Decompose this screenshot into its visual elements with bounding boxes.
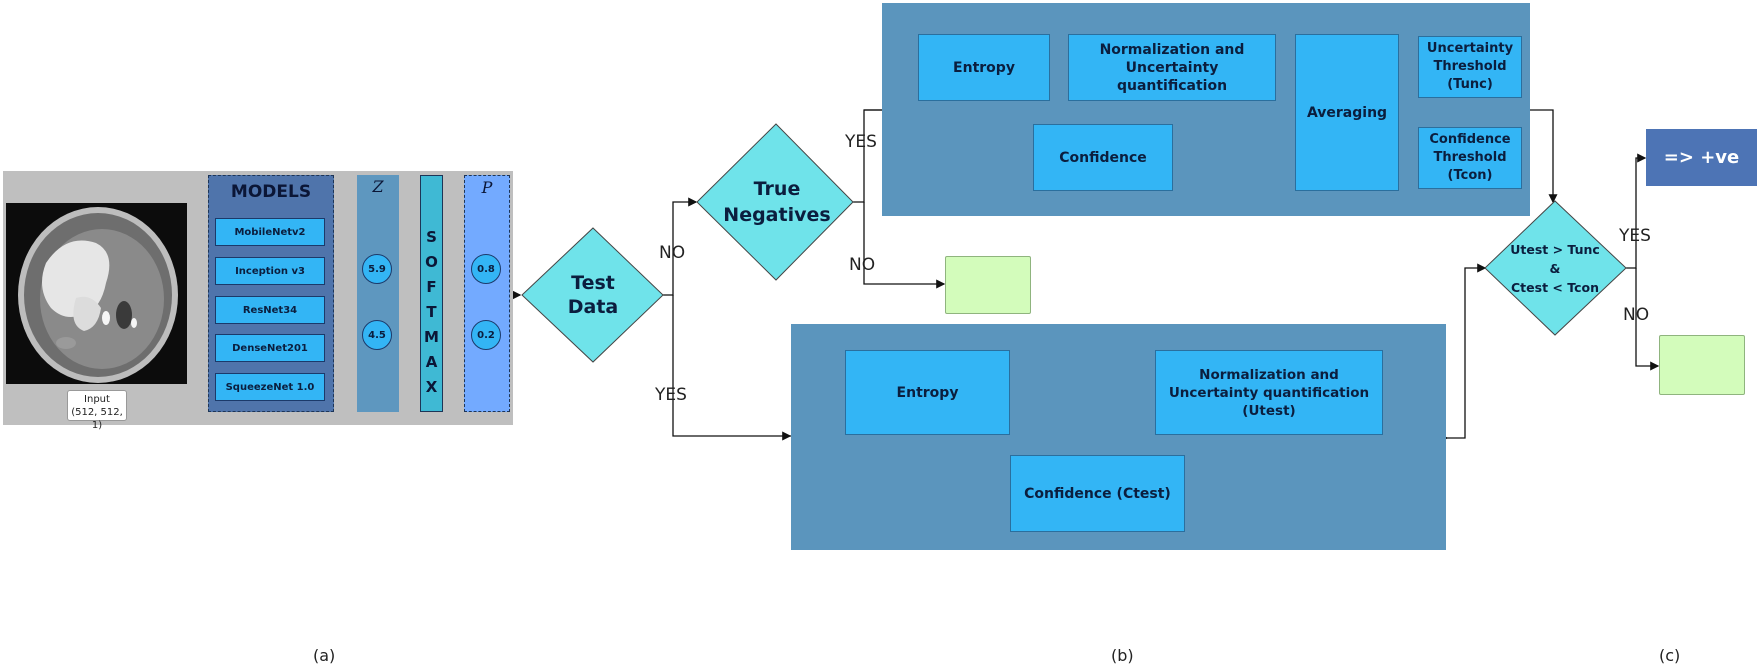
true-negatives-diamond	[696, 123, 854, 281]
decision-line-3: Ctest < Tcon	[1511, 279, 1599, 295]
edge-label-yes-tn: YES	[845, 132, 877, 152]
test-data-diamond	[521, 227, 664, 363]
decision-label: Utest > Tunc & Ctest < Tcon	[1487, 236, 1623, 300]
models-box: MODELS MobileNetv2 Inception v3 ResNet34…	[208, 175, 334, 412]
softmax-letter: A	[425, 353, 438, 371]
softmax-letter: X	[425, 378, 438, 396]
true-negatives-label: True Negatives	[723, 178, 831, 226]
top-confidence-box: Confidence	[1033, 124, 1173, 191]
edge-label-no-tn: NO	[849, 255, 876, 275]
brain-icon	[6, 203, 187, 384]
model-mobilenetv2: MobileNetv2	[215, 218, 325, 246]
edge-label-yes: YES	[655, 385, 687, 405]
edge-label-no-decision: NO	[1623, 305, 1650, 325]
edge-label-yes-decision: YES	[1619, 226, 1651, 246]
softmax-letter: O	[425, 253, 438, 271]
decision-diamond	[1484, 200, 1627, 336]
confidence-threshold-box: Confidence Threshold (Tcon)	[1418, 127, 1522, 189]
p-value-2: 0.2	[471, 320, 501, 350]
z-label: Z	[372, 177, 384, 196]
input-label-text: Input	[84, 394, 110, 405]
negative-output-box	[1659, 335, 1745, 395]
p-value-1: 0.8	[471, 254, 501, 284]
model-resnet34: ResNet34	[215, 296, 325, 324]
input-shape-text: (512, 512, 1)	[71, 407, 123, 431]
decision-line-2: &	[1549, 260, 1561, 276]
softmax-letter: M	[424, 328, 439, 346]
caption-c: (c)	[1659, 646, 1681, 665]
model-densenet201: DenseNet201	[215, 334, 325, 362]
softmax-letter: S	[426, 228, 437, 246]
test-data-label: Test Data	[567, 272, 619, 318]
z-value-2: 4.5	[362, 320, 392, 350]
averaging-box: Averaging	[1295, 34, 1399, 191]
positive-output-box: => +ve	[1646, 129, 1757, 186]
p-label: P	[481, 178, 493, 197]
caption-a: (a)	[313, 646, 336, 665]
bottom-entropy-box: Entropy	[845, 350, 1010, 435]
p-column: P	[464, 175, 510, 412]
bottom-confidence-box: Confidence (Ctest)	[1010, 455, 1185, 532]
model-inception-v3: Inception v3	[215, 257, 325, 285]
true-negative-output-box	[945, 256, 1031, 314]
decision-line-1: Utest > Tunc	[1510, 241, 1600, 257]
top-entropy-box: Entropy	[918, 34, 1050, 101]
top-normalization-box: Normalization and Uncertainty quantifica…	[1068, 34, 1276, 101]
softmax-letter: T	[426, 303, 437, 321]
softmax-letter: F	[426, 278, 437, 296]
z-column: Z	[357, 175, 399, 412]
ct-scan-image	[6, 203, 187, 384]
caption-b: (b)	[1111, 646, 1134, 665]
uncertainty-threshold-box: Uncertainty Threshold (Tunc)	[1418, 36, 1522, 98]
bottom-normalization-box: Normalization and Uncertainty quantifica…	[1155, 350, 1383, 435]
model-squeezenet: SqueezeNet 1.0	[215, 373, 325, 401]
softmax-bar: S O F T M A X	[420, 175, 443, 412]
models-title: MODELS	[230, 182, 312, 202]
input-label: Input (512, 512, 1)	[67, 390, 127, 431]
edge-label-no: NO	[659, 243, 686, 263]
z-value-1: 5.9	[362, 254, 392, 284]
